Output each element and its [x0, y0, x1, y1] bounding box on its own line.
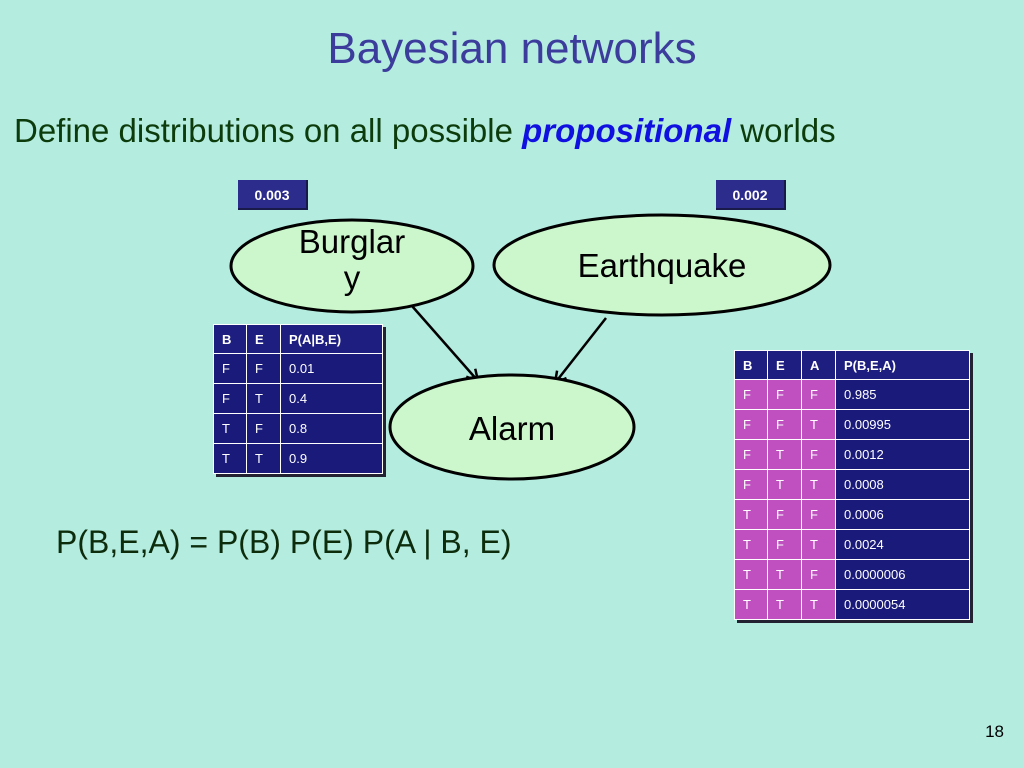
table-cell: T — [213, 414, 247, 444]
slide-title: Bayesian networks — [327, 24, 697, 73]
burglary-label: Burglar y — [262, 224, 442, 296]
header-cell: A — [802, 350, 836, 380]
table-cell: 0.0012 — [836, 440, 970, 470]
table-cell: T — [768, 560, 802, 590]
table-cell: F — [247, 354, 281, 384]
table-row: T F F 0.0006 — [734, 500, 970, 530]
burglary-prior-box: 0.003 — [238, 180, 308, 210]
header-cell: E — [768, 350, 802, 380]
edge-earthquake-alarm — [555, 317, 607, 383]
table-row: F F F 0.985 — [734, 380, 970, 410]
table-cell: T — [802, 590, 836, 620]
table-cell: 0.4 — [281, 384, 383, 414]
table-cell: 0.01 — [281, 354, 383, 384]
table-cell: F — [734, 380, 768, 410]
header-cell: P(B,E,A) — [836, 350, 970, 380]
table-cell: F — [734, 470, 768, 500]
table-cell: T — [802, 470, 836, 500]
table-cell: T — [768, 590, 802, 620]
alarm-label: Alarm — [468, 410, 556, 447]
table-cell: 0.9 — [281, 444, 383, 474]
header-cell: P(A|B,E) — [281, 324, 383, 354]
table-cell: 0.0008 — [836, 470, 970, 500]
table-cell: F — [734, 410, 768, 440]
page-number: 18 — [985, 722, 1004, 741]
table-cell: 0.985 — [836, 380, 970, 410]
table-cell: T — [802, 410, 836, 440]
slide-subtitle: Define distributions on all possible pro… — [14, 112, 836, 150]
table-row: T F T 0.0024 — [734, 530, 970, 560]
alarm-node — [388, 373, 636, 481]
table-cell: F — [802, 380, 836, 410]
earthquake-prior-box: 0.002 — [716, 180, 786, 210]
table-cell: 0.0006 — [836, 500, 970, 530]
header-cell: B — [734, 350, 768, 380]
table-cell: T — [213, 444, 247, 474]
table-cell: 0.0024 — [836, 530, 970, 560]
table-cell: F — [213, 384, 247, 414]
table-cell: F — [802, 560, 836, 590]
table-cell: T — [768, 470, 802, 500]
table-row: T T F 0.0000006 — [734, 560, 970, 590]
table-cell: T — [247, 384, 281, 414]
table-cell: F — [247, 414, 281, 444]
table-cell: 0.00995 — [836, 410, 970, 440]
table-row: F F 0.01 — [213, 354, 383, 384]
header-cell: E — [247, 324, 281, 354]
table-cell: T — [734, 590, 768, 620]
table-cell: 0.0000054 — [836, 590, 970, 620]
table-cell: T — [734, 560, 768, 590]
table-cell: T — [768, 440, 802, 470]
table-cell: F — [213, 354, 247, 384]
table-row: T T 0.9 — [213, 444, 383, 474]
table-row: T T T 0.0000054 — [734, 590, 970, 620]
table-cell: T — [734, 530, 768, 560]
table-row: F F T 0.00995 — [734, 410, 970, 440]
subtitle-pre: Define distributions on all possible — [14, 112, 523, 149]
table-cell: F — [802, 500, 836, 530]
table-cell: 0.0000006 — [836, 560, 970, 590]
earthquake-label: Earthquake — [577, 247, 747, 284]
table-cell: T — [734, 500, 768, 530]
burglary-node — [229, 218, 475, 314]
table-cell: F — [768, 500, 802, 530]
earthquake-node — [492, 213, 832, 317]
table-row: F T T 0.0008 — [734, 470, 970, 500]
table-cell: 0.8 — [281, 414, 383, 444]
table-cell: F — [768, 380, 802, 410]
table-cell: T — [247, 444, 281, 474]
header-cell: B — [213, 324, 247, 354]
table-cell: F — [768, 530, 802, 560]
table-cell: F — [768, 410, 802, 440]
edge-burglary-alarm — [411, 305, 478, 381]
table-row: T F 0.8 — [213, 414, 383, 444]
table-header-row: B E A P(B,E,A) — [734, 350, 970, 380]
burglary-label-line1: Burglar — [298, 223, 406, 260]
table-header-row: B E P(A|B,E) — [213, 324, 383, 354]
table-row: F T 0.4 — [213, 384, 383, 414]
table-cell: F — [802, 440, 836, 470]
table-cell: T — [802, 530, 836, 560]
table-row: F T F 0.0012 — [734, 440, 970, 470]
joint-distribution-table: B E A P(B,E,A) F F F 0.985 F F T 0.00995… — [734, 350, 970, 620]
subtitle-post: worlds — [731, 112, 836, 149]
factorization-formula: P(B,E,A) = P(B) P(E) P(A | B, E) — [56, 524, 512, 560]
alarm-cpt-table: B E P(A|B,E) F F 0.01 F T 0.4 T F 0.8 T … — [213, 324, 383, 474]
table-cell: F — [734, 440, 768, 470]
burglary-label-line2: y — [343, 259, 361, 296]
subtitle-emphasis: propositional — [522, 112, 732, 149]
